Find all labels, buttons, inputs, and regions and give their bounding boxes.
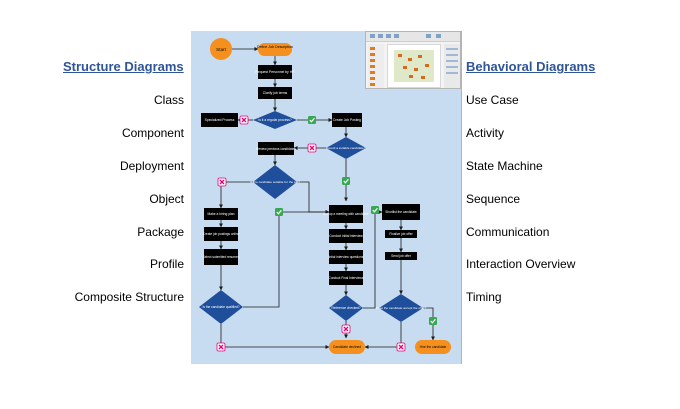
define-label: Define Job Description — [257, 45, 293, 49]
final-interview-label: Conduct Final Interviews — [329, 276, 364, 280]
meeting-label: Set up a meeting with candidate — [323, 212, 369, 216]
structure-item-deployment: Deployment — [119, 159, 184, 173]
review-label: Review previous candidates — [256, 147, 296, 151]
cross-icon — [341, 324, 351, 334]
process-hiring-plan: Make a hiring plan — [204, 208, 238, 220]
process-interview-questions: Intial interview questions — [329, 250, 364, 264]
decision-found-candidate: Found a suitable candidate? — [326, 137, 366, 159]
process-select-resumes: Select submitted resumes — [203, 249, 240, 265]
process-review-previous: Review previous candidates — [256, 142, 296, 155]
check-icon — [342, 177, 350, 185]
check-icon — [308, 116, 316, 124]
resumes-label: Select submitted resumes — [203, 255, 240, 259]
decision-accepts-offer: Does the candidate accept the offer? — [376, 294, 427, 322]
behavioral-item-activity: Activity — [466, 126, 505, 140]
structure-item-component: Component — [121, 126, 184, 140]
qualified-question-label: Is the candidate qualified? — [202, 305, 239, 309]
connector-qualified-declined — [220, 324, 330, 349]
cross-icon — [396, 342, 406, 352]
initial-interview-label: Conduct initial interview — [329, 234, 363, 238]
process-create-posting: Create Job Posting — [332, 113, 362, 127]
request-label: Request Personnel by HR — [255, 70, 295, 74]
behavioral-item-timing: Timing — [466, 290, 502, 304]
thumbnail-canvas — [387, 44, 441, 88]
specialized-label: Specialized Process — [205, 118, 235, 122]
no-markers — [216, 115, 406, 352]
thumbnail-shape-panel — [368, 44, 384, 88]
create-posting-label: Create Job Posting — [333, 118, 361, 122]
structure-item-profile: Profile — [149, 257, 184, 271]
yes-markers — [275, 116, 437, 325]
behavioral-item-interaction-overview: Interaction Overview — [466, 257, 576, 271]
check-icon — [371, 206, 379, 214]
process-shortlist: Shortlist the candidate — [382, 204, 420, 220]
shortlist-label: Shortlist the candidate — [385, 210, 417, 214]
process-final-interviews: Conduct Final Interviews — [329, 271, 364, 285]
structure-item-composite-structure: Composite Structure — [74, 290, 184, 304]
behavioral-item-communication: Communication — [466, 225, 550, 239]
structure-item-class: Class — [153, 93, 184, 107]
connector-accepts-hire — [423, 307, 435, 341]
terminal-hire: Hire the candidate — [415, 340, 451, 354]
process-initial-interview: Conduct initial interview — [329, 229, 363, 243]
process-finalize-offer: Finalize job offer — [385, 230, 417, 238]
terminal-define-job: Define Job Description — [257, 43, 293, 56]
behavioral-item-sequence: Sequence — [466, 192, 521, 206]
finalize-label: Finalize job offer — [389, 232, 413, 236]
cross-icon — [216, 342, 226, 352]
behavioral-diagrams-heading: Behavioral Diagrams — [466, 59, 596, 74]
terminal-start: Start — [210, 38, 232, 60]
send-offer-label: Send job offer — [391, 254, 412, 258]
process-send-offer: Send job offer — [385, 252, 417, 260]
decision-reference-checked: Reference checked? — [329, 295, 363, 321]
structure-diagrams-heading: Structure Diagrams — [63, 59, 184, 74]
hire-label: Hire the candidate — [420, 345, 447, 349]
process-specialized: Specialized Process — [201, 113, 238, 127]
behavioral-item-state-machine: State Machine — [466, 159, 543, 173]
thumbnail-toolbar — [366, 32, 460, 42]
found-question-label: Found a suitable candidate? — [327, 146, 366, 150]
cross-icon — [307, 143, 317, 153]
hiring-plan-label: Make a hiring plan — [208, 212, 235, 216]
process-setup-meeting: Set up a meeting with candidate — [323, 205, 369, 223]
check-icon — [275, 208, 283, 216]
reference-question-label: Reference checked? — [331, 306, 360, 310]
regular-question-label: Is it a regular process? — [258, 118, 292, 122]
process-clarify-terms: Clarify job terms — [258, 87, 292, 99]
structure-item-package: Package — [137, 225, 184, 239]
connector-reference-shortlist — [363, 210, 383, 309]
thumbnail-properties-panel — [444, 44, 460, 88]
cross-icon — [239, 115, 249, 125]
terminal-declined: Candidate declined — [329, 340, 365, 354]
process-request-personnel: Request Personnel by HR — [255, 65, 295, 79]
structure-item-object: Object — [149, 192, 184, 206]
postings-online-label: Create job postings online — [203, 232, 240, 236]
behavioral-item-use-case: Use Case — [466, 93, 519, 107]
decision-regular-process: Is it a regular process? — [253, 111, 297, 129]
clarify-label: Clarify job terms — [263, 91, 288, 95]
editor-screenshot-thumbnail — [365, 31, 461, 89]
check-icon — [429, 317, 437, 325]
connector-suitable-meeting — [297, 181, 330, 214]
questions-label: Intial interview questions — [329, 255, 364, 259]
accepts-question-label: Does the candidate accept the offer? — [376, 306, 427, 310]
suitable-question-label: Is the candidate suitable for the job? — [250, 180, 300, 184]
process-job-postings-online: Create job postings online — [203, 227, 240, 241]
connector-accepts-declined — [364, 322, 402, 349]
connector-qualified-meeting — [243, 210, 330, 308]
recruitment-flowchart: Start Define Job Description Request Per… — [199, 38, 451, 354]
cross-icon — [217, 177, 227, 187]
decision-qualified: Is the candidate qualified? — [199, 290, 243, 324]
start-label: Start — [216, 47, 226, 52]
declined-label: Candidate declined — [333, 345, 361, 349]
decision-suitable-job: Is the candidate suitable for the job? — [250, 165, 300, 199]
